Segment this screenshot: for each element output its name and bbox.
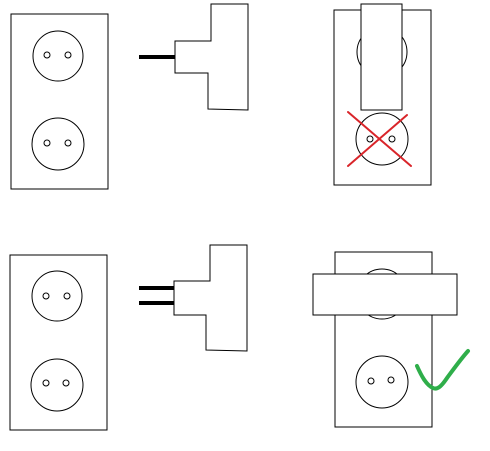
- bottom-outlet-socket-lower: [30, 358, 84, 412]
- bottom-outlet-plate: [9, 254, 108, 431]
- top-result: [333, 3, 432, 186]
- bottom-result-plate: [334, 251, 433, 428]
- top-outlet-socket-upper: [32, 30, 84, 82]
- top-adapter-body: [174, 3, 249, 111]
- checkmark-icon: [415, 349, 470, 391]
- top-row: [10, 3, 432, 190]
- top-outlet-socket-lower: [31, 117, 85, 171]
- top-result-adapter-body: [360, 3, 403, 111]
- cross-icon: [347, 111, 412, 167]
- bottom-result: [312, 251, 470, 428]
- bottom-adapter-body: [173, 244, 248, 352]
- top-outlet-plate: [10, 13, 109, 190]
- bottom-adapter: [139, 244, 248, 352]
- bottom-outlet-socket-upper: [31, 270, 83, 322]
- bottom-row: [9, 244, 470, 431]
- bottom-result-adapter-body: [312, 273, 458, 316]
- top-result-socket-lower: [355, 112, 409, 166]
- top-outlet: [10, 13, 109, 190]
- bottom-outlet: [9, 254, 108, 431]
- top-adapter: [139, 3, 249, 111]
- bottom-result-socket-lower: [355, 355, 409, 409]
